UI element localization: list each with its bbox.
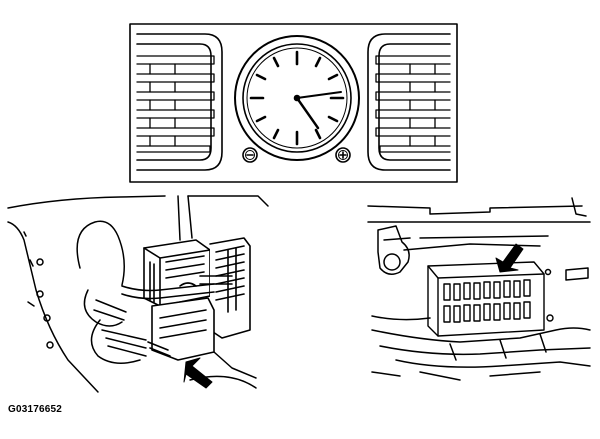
- right-air-vent-icon: [367, 33, 451, 171]
- plus-button-icon: [335, 147, 351, 163]
- clock-face-icon: [234, 35, 360, 161]
- minus-button-icon: [242, 147, 258, 163]
- connector-detail: [7, 195, 269, 393]
- left-air-vent-icon: [136, 33, 223, 171]
- electrical-connector-icon: [121, 237, 251, 361]
- fuse-box-icon: [427, 261, 554, 337]
- pointer-arrow-icon: [495, 243, 524, 273]
- figure-id-label: G03176652: [8, 404, 63, 415]
- fuse-box-detail: [367, 197, 591, 381]
- pointer-arrow-icon: [183, 357, 213, 389]
- instrument-panel-clock: [129, 23, 458, 183]
